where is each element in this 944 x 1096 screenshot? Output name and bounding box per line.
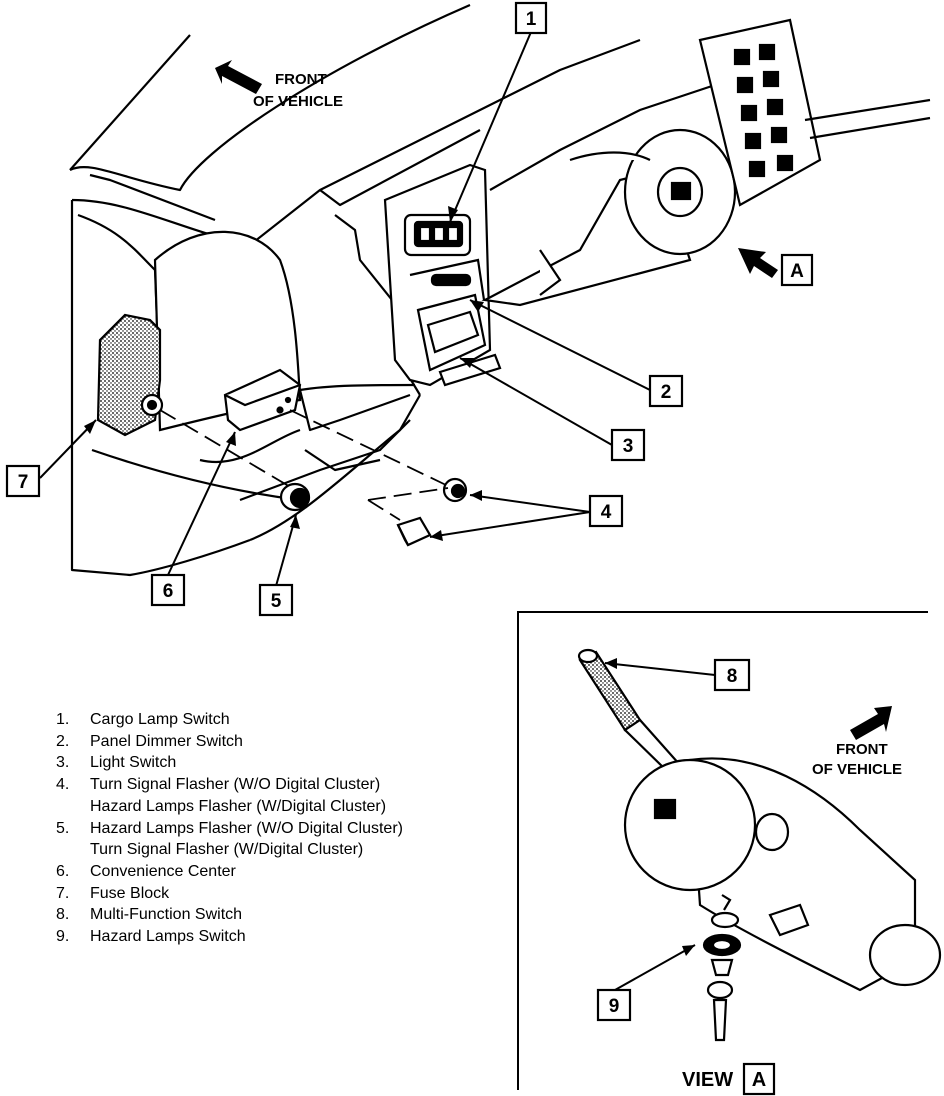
front-label-view-line2: OF VEHICLE [812,761,902,778]
legend-text: Cargo Lamp Switch [90,711,230,728]
legend-number: 9. [56,928,70,946]
legend-text: Convenience Center [90,862,236,880]
legend-text: Hazard Lamps Flasher (W/Digital Cluster) [90,797,387,815]
legend-list: 1. Cargo Lamp Switch 2. Panel Dimmer Swi… [56,709,403,948]
callout-box-5: 5 [258,583,294,617]
callout-label-9: 9 [609,996,620,1017]
legend-item-5: 5. Hazard Lamps Flasher (W/O Digital Clu… [56,818,403,861]
callout-box-7: 7 [5,464,41,498]
front-arrow-view-a [850,706,892,740]
right-switch-panel [698,18,931,207]
callout-label-1: 1 [526,9,537,30]
legend-item-4: 4. Turn Signal Flasher (W/O Digital Clus… [56,774,403,817]
hazard-switch-stack [702,894,742,1042]
callout-label-8: 8 [727,666,738,687]
callout-box-6: 6 [150,573,186,607]
legend-number: 4. [56,776,70,794]
legend-text: Turn Signal Flasher (W/Digital Cluster) [90,841,364,859]
view-a-ref-box [780,253,814,287]
flasher-round-part [279,482,311,512]
legend-text: Panel Dimmer Switch [90,732,243,750]
front-label-view-line1: FRONT [836,741,888,758]
column-housing-view-a [623,757,942,992]
legend-text: Multi-Function Switch [90,906,243,924]
legend-item-9: 9. Hazard Lamps Switch [56,926,403,948]
legend-text: Hazard Lamps Switch [90,928,246,946]
callout-label-5: 5 [271,591,282,612]
view-label-letter: A [752,1069,766,1091]
callout-box-1: 1 [514,1,548,35]
legend-number: 2. [56,732,70,750]
flasher-pair-part [396,477,468,547]
front-arrow-main [215,60,262,94]
dash-outline [69,3,641,577]
legend-number: 3. [56,754,70,772]
legend-item-3: 3. Light Switch [56,752,403,774]
legend-text: Light Switch [90,754,177,772]
arrowheads [84,206,695,956]
legend-number: 5. [56,819,70,837]
legend-item-2: 2. Panel Dimmer Switch [56,731,403,753]
leader-lines [39,31,716,991]
callout-box-4: 4 [588,494,624,528]
callout-label-2: 2 [661,382,672,403]
legend-text: Turn Signal Flasher (W/O Digital Cluster… [90,776,381,794]
legend-number: 1. [56,711,70,728]
view-label-prefix: VIEW [682,1069,733,1091]
legend-number: 8. [56,906,70,924]
fuse-block-part [96,313,164,437]
view-label-box [742,1062,776,1096]
steering-column [481,78,737,307]
front-label-main-line1: FRONT [275,71,327,88]
legend-item-7: 7. Fuse Block [56,883,403,905]
legend-text: Fuse Block [90,884,170,902]
callout-box-3: 3 [610,428,646,462]
view-a-arrow [738,248,778,278]
multifunction-lever [577,648,682,774]
legend-item-1: 1. Cargo Lamp Switch [56,709,403,731]
switch-bezel [383,163,502,387]
legend-number: 6. [56,862,70,880]
legend-number: 7. [56,884,70,902]
view-a-ref-letter: A [790,261,804,282]
callout-label-7: 7 [18,472,29,493]
callout-box-9: 9 [596,988,632,1022]
callout-box-2: 2 [648,374,684,408]
callout-label-3: 3 [623,436,634,457]
legend-item-6: 6. Convenience Center [56,861,403,883]
callout-box-8: 8 [713,658,751,692]
convenience-center-part [223,368,302,432]
legend-text: Hazard Lamps Flasher (W/O Digital Cluste… [90,819,403,837]
callout-label-4: 4 [601,502,612,523]
front-label-main-line2: OF VEHICLE [253,93,343,110]
callout-label-6: 6 [163,581,174,602]
dashed-leaders [159,409,449,521]
legend-item-8: 8. Multi-Function Switch [56,904,403,926]
view-a-frame [517,611,928,1090]
